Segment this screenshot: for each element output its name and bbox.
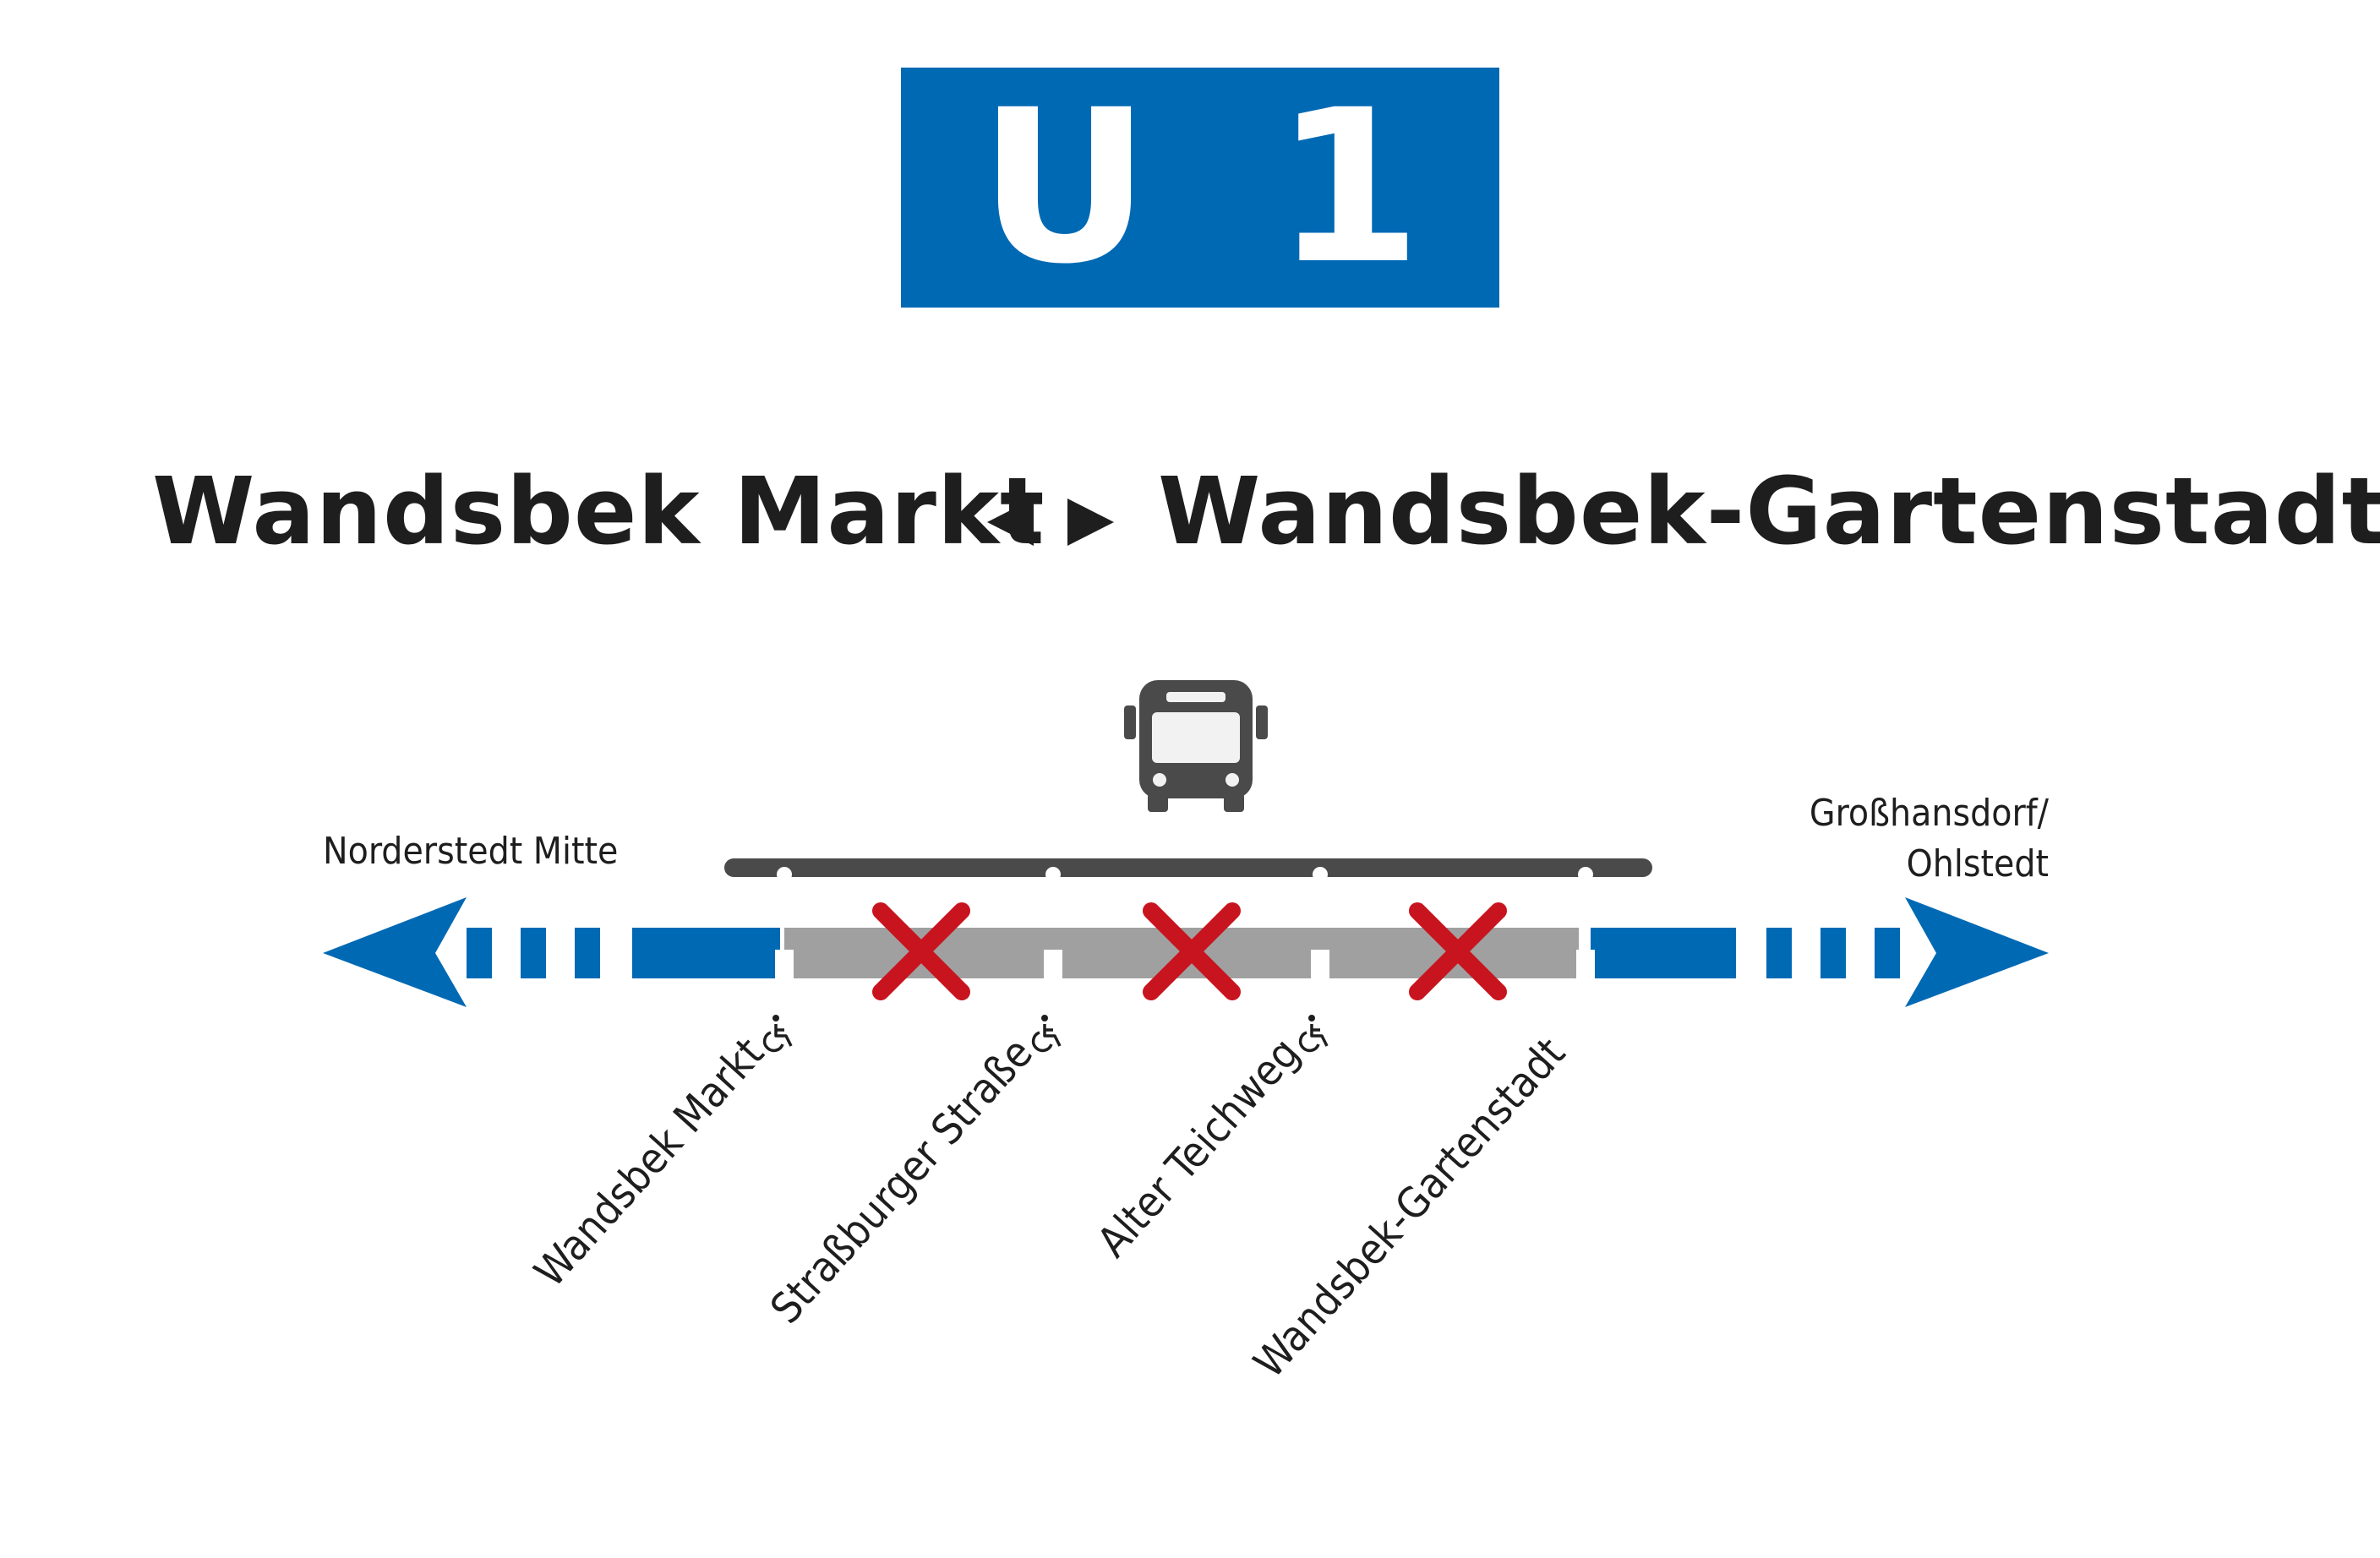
east-dash xyxy=(1766,928,1792,978)
east-direction-arrow xyxy=(1905,897,2049,1007)
west-dash xyxy=(575,928,600,978)
route-from-station: Wandsbek Markt xyxy=(152,457,1045,565)
bus-icon xyxy=(1124,680,1268,812)
east-dash xyxy=(1820,928,1846,978)
bus-stop-marker xyxy=(1045,867,1061,882)
closed-cross-icon xyxy=(1143,902,1241,1000)
west-direction-arrow xyxy=(323,897,467,1007)
station-label: Wandsbek-Gartenstadt xyxy=(1244,1028,1575,1387)
bidirectional-arrows-icon xyxy=(987,498,1114,546)
line-name: U 1 xyxy=(979,64,1447,310)
closed-crosses xyxy=(872,902,1507,1000)
closed-cross-icon xyxy=(1409,902,1507,1000)
closed-cross-icon xyxy=(872,902,970,1000)
west-direction-label: Norderstedt Mitte xyxy=(323,830,618,873)
east-direction-label-line2: Ohlstedt xyxy=(1907,842,2049,885)
bus-stop-marker xyxy=(1578,867,1593,882)
west-line-solid xyxy=(632,928,780,978)
route-to-station: Wandsbek-Gartenstadt xyxy=(1158,457,2380,565)
station-label: Straßburger Straße xyxy=(761,1028,1042,1332)
station-tick xyxy=(1311,950,1329,980)
east-dash xyxy=(1875,928,1900,978)
station-ticks xyxy=(775,950,1595,980)
wheelchair-accessible-icon xyxy=(1031,1015,1062,1053)
wheelchair-accessible-icon xyxy=(762,1015,793,1053)
station-tick xyxy=(1044,950,1062,980)
station-label: Alter Teichweg xyxy=(1088,1028,1309,1267)
east-line-solid xyxy=(1591,928,1736,978)
west-dash xyxy=(467,928,492,978)
station-tick xyxy=(1576,950,1595,980)
bus-stops xyxy=(777,867,1593,882)
west-dash xyxy=(521,928,546,978)
line-badge: U 1 xyxy=(901,68,1499,308)
station-tick xyxy=(775,950,794,980)
bus-stop-marker xyxy=(1313,867,1328,882)
east-direction-label-line1: Großhansdorf/ xyxy=(1810,792,2050,835)
wheelchair-accessible-icon xyxy=(1298,1015,1329,1053)
station-label: Wandsbek Markt xyxy=(525,1028,773,1296)
bus-stop-marker xyxy=(777,867,792,882)
